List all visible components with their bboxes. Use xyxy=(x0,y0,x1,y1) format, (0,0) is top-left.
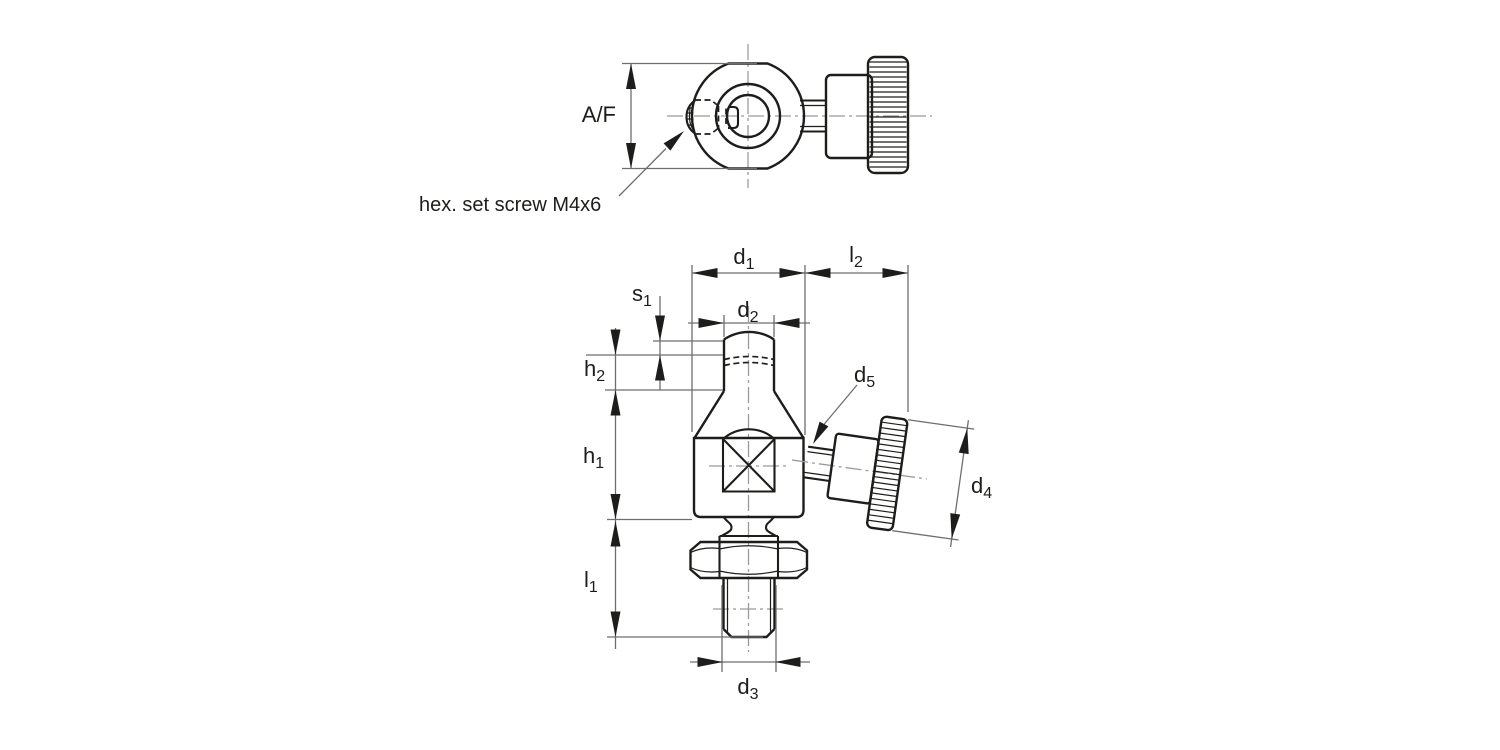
dim-l2: l2 xyxy=(805,242,908,278)
dim-d1: d1 xyxy=(691,244,909,435)
thread-core-lines xyxy=(726,578,772,632)
dim-d3: d3 xyxy=(690,585,810,703)
dim-h2: h2 xyxy=(584,328,723,649)
leader-arrowhead xyxy=(813,421,829,444)
top-pin xyxy=(722,330,776,391)
neck-flange xyxy=(718,516,780,542)
dim-h1: h1 xyxy=(583,443,692,521)
dim-d5: d5 xyxy=(813,362,875,444)
dim-s1: s1 xyxy=(586,281,723,390)
knob-axis-centerline xyxy=(792,459,927,480)
arrowhead xyxy=(626,143,636,169)
dome-arc xyxy=(723,330,775,341)
set-screw-callout: hex. set screw M4x6 xyxy=(419,131,684,216)
l1-label: l1 xyxy=(584,567,598,596)
arrowhead xyxy=(655,315,665,341)
arrowhead xyxy=(697,657,723,667)
dim-d2: d2 xyxy=(688,297,810,337)
knob-stem xyxy=(803,445,836,483)
top-view-knurled-wheel xyxy=(866,55,910,175)
d2-label: d2 xyxy=(737,297,758,326)
arrowhead xyxy=(692,268,718,278)
arrowhead xyxy=(775,657,801,667)
arrowhead xyxy=(626,63,636,89)
arrowhead xyxy=(779,268,805,278)
taper-shoulder xyxy=(693,390,805,439)
hidden-slot-lines xyxy=(723,355,775,367)
front-view: d1 l2 d2 s1 h2 xyxy=(583,242,992,703)
top-view-knurl-lines xyxy=(869,61,907,168)
arrowhead xyxy=(655,355,665,381)
socket-end-visible xyxy=(728,105,740,130)
ball-body-outline xyxy=(690,62,806,170)
d1-label: d1 xyxy=(733,244,754,273)
arrowhead xyxy=(610,329,621,355)
arrowhead xyxy=(610,494,621,520)
leader-arrowhead xyxy=(663,131,684,151)
arrowhead xyxy=(610,390,621,416)
hex-set-screw-hidden xyxy=(685,99,740,135)
d5-label: d5 xyxy=(854,362,875,391)
arrowhead xyxy=(882,268,908,278)
arrowhead xyxy=(610,521,621,547)
top-view-knob-stem xyxy=(800,99,827,133)
s1-label: s1 xyxy=(632,281,652,310)
arrowhead xyxy=(698,318,724,328)
ball-middle-circle xyxy=(714,82,782,150)
arrowhead xyxy=(610,611,621,637)
top-view: A/F hex. set screw M4x6 xyxy=(419,44,932,216)
arrowhead xyxy=(958,428,969,455)
af-label: A/F xyxy=(582,102,616,127)
d4-label: d4 xyxy=(971,473,992,502)
side-knob-assembly xyxy=(792,415,975,548)
main-body xyxy=(692,436,805,519)
dim-d4-lines xyxy=(892,419,975,548)
h2-label: h2 xyxy=(584,356,605,385)
set-screw-note: hex. set screw M4x6 xyxy=(419,194,601,216)
seat-arc xyxy=(722,428,776,440)
hex-nut xyxy=(689,540,809,580)
knurl-lines xyxy=(867,421,908,525)
arrowhead xyxy=(950,513,961,540)
arrowhead xyxy=(774,318,800,328)
cross-hole-x xyxy=(722,438,776,493)
l2-label: l2 xyxy=(849,242,863,271)
ball-bore-circle xyxy=(725,93,771,139)
cross-hole-window xyxy=(721,428,776,493)
dim-l1: l1 xyxy=(584,521,763,638)
arrowhead xyxy=(805,268,831,278)
h1-label: h1 xyxy=(583,443,604,472)
dim-af: A/F xyxy=(582,62,757,170)
d3-label: d3 xyxy=(737,674,758,703)
